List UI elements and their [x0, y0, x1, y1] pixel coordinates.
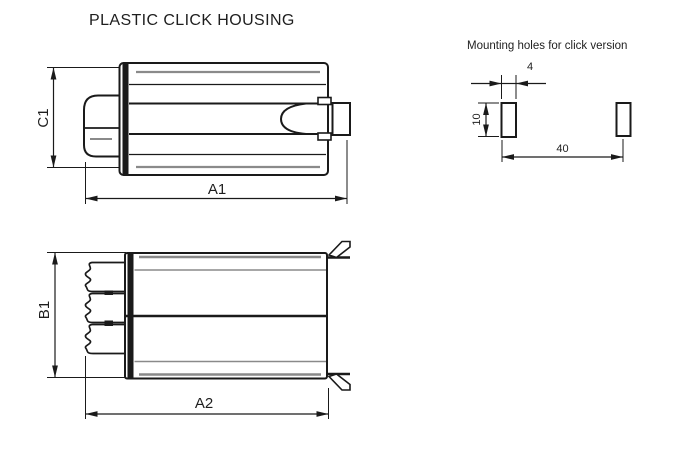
dimension-label-c1: C1: [35, 108, 52, 128]
dimension-label-a1: A1: [207, 181, 227, 198]
side-view-body: [118, 62, 329, 176]
mounting-hole-right: [615, 102, 632, 137]
dimension-label-hole-height: 10: [471, 113, 483, 126]
side-view-latch-plate: [331, 102, 351, 136]
mounting-holes-detail: [471, 75, 632, 162]
top-hook: [327, 240, 351, 259]
mounting-hole-left: [500, 102, 517, 138]
side-view-latch-tab-bottom: [317, 132, 332, 141]
side-view-latch-tab-top: [317, 96, 332, 106]
dimension-label-hole-spacing: 40: [556, 143, 569, 155]
dimension-label-a2: A2: [194, 395, 214, 412]
bottom-hook: [327, 373, 351, 391]
dimension-label-b1: B1: [36, 300, 53, 320]
side-view-edge-band: [122, 64, 129, 174]
side-view-grommet: [83, 94, 121, 158]
terminal-2: [84, 292, 126, 324]
side-view: [47, 62, 351, 204]
top-view: [47, 240, 351, 419]
terminal-3: [84, 323, 126, 355]
mounting-detail-title: Mounting holes for click version: [467, 40, 628, 52]
terminal-separator: [104, 320, 113, 326]
dimension-label-hole-width: 4: [526, 61, 534, 73]
side-view-latch-tip: [279, 102, 307, 135]
terminal-1: [84, 261, 126, 293]
terminal-separator: [104, 290, 113, 295]
drawing-title: PLASTIC CLICK HOUSING: [89, 12, 295, 29]
